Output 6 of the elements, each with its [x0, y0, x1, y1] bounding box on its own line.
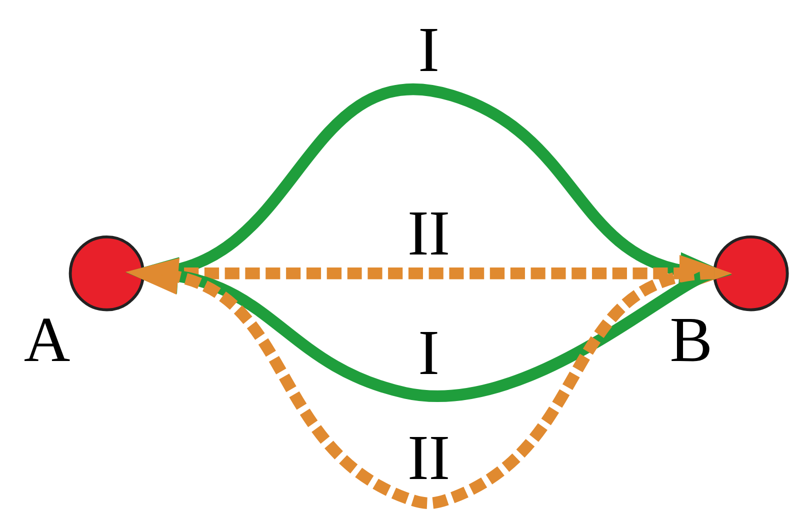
node-label: A	[23, 304, 70, 376]
edge-label: II	[406, 198, 450, 269]
edge-label: I	[418, 14, 439, 86]
edge-label: I	[418, 317, 439, 388]
node-label: B	[669, 304, 712, 376]
edge-label: II	[406, 422, 450, 494]
